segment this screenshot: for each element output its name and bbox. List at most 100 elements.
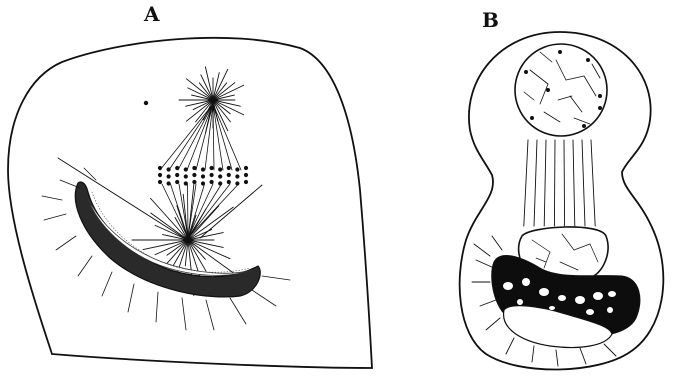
chromosome-dot xyxy=(175,173,179,177)
panel-b-spindle-fibers xyxy=(524,140,595,226)
chromosome-dot xyxy=(227,173,231,177)
chromosome-dot xyxy=(227,166,231,170)
chromatin-thread xyxy=(574,244,590,250)
body-spot xyxy=(593,292,603,300)
cilium xyxy=(492,236,502,250)
chromatin-thread xyxy=(570,96,582,112)
chromosome-dot xyxy=(244,180,248,184)
chromatin-thread xyxy=(524,92,534,100)
chromosome-dot xyxy=(210,173,214,177)
crescent-fiber xyxy=(182,298,186,330)
chromatin-thread xyxy=(530,70,548,84)
spindle-fiber xyxy=(591,140,595,226)
chromosome-dot xyxy=(244,173,248,177)
panel-a-dot xyxy=(144,101,148,105)
cilium xyxy=(604,344,616,356)
crescent-fiber xyxy=(56,236,76,250)
panel-a-cell-drawing xyxy=(8,38,372,368)
body-spot xyxy=(586,309,594,315)
panel-a-diagonal-strand-2 xyxy=(200,185,262,238)
chromosome-dot xyxy=(192,173,196,177)
chromosome-dot xyxy=(244,166,248,170)
chromosome-dot xyxy=(167,167,171,171)
spindle-fiber xyxy=(213,104,214,170)
body-spot xyxy=(549,306,555,310)
crescent-fiber xyxy=(78,256,92,276)
crescent-fiber xyxy=(252,290,276,306)
chromatin-thread xyxy=(560,262,578,270)
chromosome-dot xyxy=(175,180,179,184)
chromosome-dot xyxy=(227,180,231,184)
chromosome-dot xyxy=(235,174,239,178)
panel-a-upper-aster xyxy=(179,67,244,133)
cilium xyxy=(532,346,534,362)
chromatin-granule xyxy=(524,70,528,74)
cilium xyxy=(506,338,514,354)
chromatin-granule xyxy=(598,94,602,98)
chromosome-dot xyxy=(218,167,222,171)
crescent-fiber xyxy=(230,298,246,324)
panel-a-chromosome-plate xyxy=(158,166,248,186)
spindle-fiber xyxy=(544,140,546,226)
chromosome-dot xyxy=(158,166,162,170)
spindle-fiber xyxy=(573,140,575,226)
body-spot xyxy=(539,288,549,296)
panel-a-cell-membrane xyxy=(8,38,372,368)
cilium xyxy=(480,300,496,306)
chromatin-thread xyxy=(532,240,550,252)
panel-b-upper-nucleus xyxy=(515,44,607,136)
chromosome-dot xyxy=(192,166,196,170)
spindle-fiber xyxy=(582,140,585,226)
spindle-fiber xyxy=(554,140,555,226)
spindle-fiber xyxy=(534,140,537,226)
spindle-fiber xyxy=(524,140,528,226)
chromosome-dot xyxy=(201,174,205,178)
spindle-fiber xyxy=(213,104,232,170)
panel-a-spindle-upper xyxy=(160,104,241,170)
spindle-fiber xyxy=(213,104,241,170)
chromatin-thread xyxy=(562,234,574,250)
cilium xyxy=(580,348,586,364)
chromatin-thread xyxy=(544,252,550,268)
chromatin-thread xyxy=(590,244,598,262)
chromatin-granule xyxy=(558,50,562,54)
chromosome-dot xyxy=(158,180,162,184)
body-spot xyxy=(503,282,513,290)
cilium xyxy=(476,260,494,268)
cilium xyxy=(486,318,500,330)
chromosome-dot xyxy=(210,166,214,170)
cilium xyxy=(556,350,558,366)
crescent-fiber xyxy=(102,272,112,296)
chromatin-thread xyxy=(556,60,566,80)
chromosome-dot xyxy=(192,180,196,184)
panel-b-upper-nucleus-network xyxy=(524,50,602,128)
chromatin-granule xyxy=(586,58,590,62)
chromatin-thread xyxy=(540,52,552,62)
body-spot xyxy=(517,299,523,305)
panel-a-crescent-nucleus xyxy=(75,182,260,297)
spindle-fiber xyxy=(213,104,223,170)
body-spot xyxy=(558,295,566,301)
spindle-fiber xyxy=(188,184,189,238)
chromosome-dot xyxy=(184,174,188,178)
chromatin-thread xyxy=(566,76,584,80)
crescent-fiber xyxy=(128,284,134,312)
crescent-fiber xyxy=(206,300,214,330)
crescent-fiber xyxy=(42,196,62,200)
crescent-fiber xyxy=(44,214,66,220)
chromatin-granule xyxy=(530,116,534,120)
body-spot xyxy=(608,291,616,297)
chromosome-dot xyxy=(218,181,222,185)
chromatin-granule xyxy=(582,124,586,128)
chromosome-dot xyxy=(175,166,179,170)
spindle-fiber xyxy=(160,104,213,170)
chromosome-dot xyxy=(167,181,171,185)
chromatin-thread xyxy=(584,76,596,96)
crescent-fiber xyxy=(156,292,158,322)
panel-b-lower-nucleus-network xyxy=(532,234,598,270)
crescent-fiber xyxy=(262,276,290,280)
cilium xyxy=(474,244,490,256)
chromosome-dot xyxy=(210,180,214,184)
aster-ray xyxy=(188,240,230,259)
